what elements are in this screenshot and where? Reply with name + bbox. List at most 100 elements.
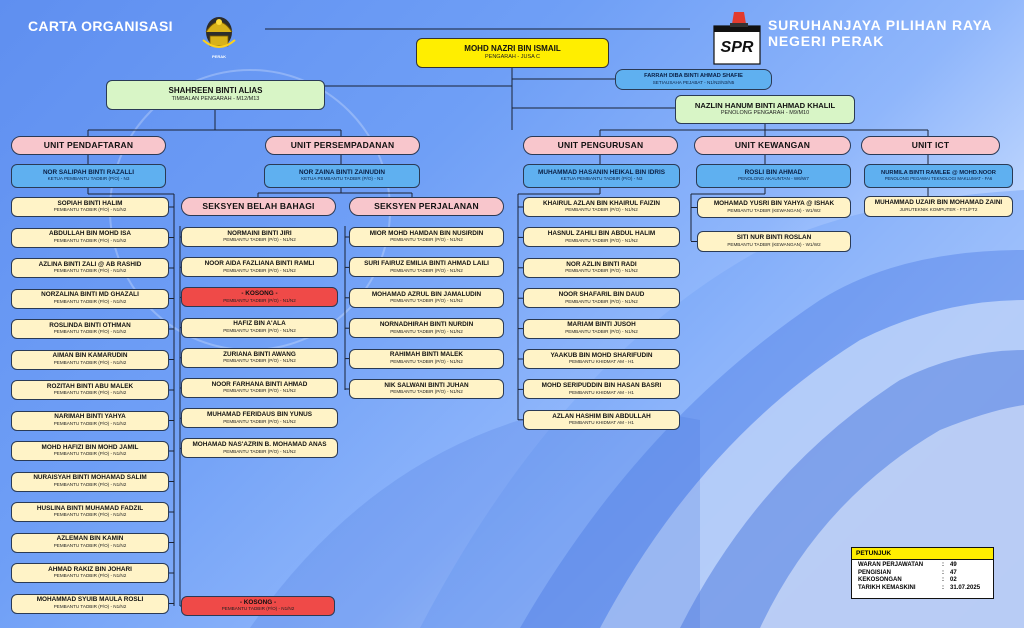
staff-post: PEMBANTU TADBIR (P/O) - N1/N2 [53,268,127,274]
unit-ict-header[interactable]: UNIT ICT [861,136,1000,155]
seksyen-perjalanan-header[interactable]: SEKSYEN PERJALANAN [349,197,504,216]
staff-name: KHAIRUL AZLAN BIN KHAIRUL FAIZIN [542,199,661,207]
assistant-director-box[interactable]: NAZLIN HANUM BINTI AHMAD KHALIL PENOLONG… [675,95,855,124]
secretary-name: FARRAH DIBA BINTI AHMAD SHAFIE [644,72,743,79]
staff-post: PEMBANTU TADBIR (P/O) - N1/N2 [223,388,296,394]
unit-pengurusan-head[interactable]: MUHAMMAD HASANIN HEIKAL BIN IDRIS KETUA … [523,164,680,188]
head-post: KETUA PEMBANTU TADBIR (P/O) - N3 [560,176,643,182]
vacant-post-card[interactable]: - KOSONG -PEMBANTU TADBIR (P/O) - N1/N2 [181,596,335,616]
legend-value: 31.07.2025 [950,584,981,591]
secretary-box[interactable]: FARRAH DIBA BINTI AHMAD SHAFIE SETIAUSAH… [615,69,772,90]
legend-key: TARIKH KEMASKINI [858,584,916,591]
legend-colon: : [942,584,944,591]
staff-post: PEMBANTU TADBIR (P/O) - N1/N2 [223,328,296,334]
staff-name: MOHAMMAD SYUIB MAULA ROSLI [36,596,144,604]
staff-post: PEMBANTU TADBIR (P/O) - N1/N2 [53,207,127,213]
staff-name: HASNUL ZAHILI BIN ABDUL HALIM [547,230,656,238]
staff-name: NORNADHIRAH BINTI NURDIN [379,320,474,328]
seksyen-belah-bahagi-header[interactable]: SEKSYEN BELAH BAHAGI [181,197,336,216]
staff-post: PEMBANTU TADBIR (P/O) - N1/N2 [390,267,463,273]
unit-pendaftaran-head[interactable]: NOR SALIPAH BINTI RAZALLI KETUA PEMBANTU… [11,164,166,188]
staff-name: NIK SALWANI BINTI JUHAN [384,381,469,389]
head-name: NOR SALIPAH BINTI RAZALLI [42,168,135,176]
staff-post: PEMBANTU TADBIR (P/O) - N1/N2 [53,359,127,365]
staff-post: PEMBANTU TADBIR (P/O) - N1/N2 [53,512,127,518]
staff-name: MOHAMAD AZRUL BIN JAMALUDIN [371,290,482,298]
staff-name: ZURIANA BINTI AWANG [223,350,296,358]
staff-post: PEMBANTU TADBIR (P/O) - N1/N2 [565,298,638,304]
legend-key: WARAN PERJAWATAN [858,562,924,568]
staff-name: MOHAMAD YUSRI BIN YAHYA @ ISHAK [713,200,835,208]
staff-name: RAHIMAH BINTI MALEK [389,351,464,359]
head-name: NOR ZAINA BINTI ZAINUDIN [298,168,386,176]
staff-name: MOHD SERIPUDDIN BIN HASAN BASRI [541,382,662,390]
director-box[interactable]: MOHD NAZRI BIN ISMAIL PENGARAH - JUSA C [416,38,609,68]
staff-post: PEMBANTU TADBIR (P/O) - N1/N2 [223,448,296,454]
unit-persempadanan-head[interactable]: NOR ZAINA BINTI ZAINUDIN KETUA PEMBANTU … [264,164,420,188]
legend-row: PENGISIAN:47 [852,570,993,578]
unit-ict-head[interactable]: NURMILA BINTI RAMLEE @ MOHD.NOOR PENOLON… [864,164,1013,188]
unit-label: UNIT PERSEMPADANAN [290,140,395,151]
staff-name: HUSLINA BINTI MUHAMAD FADZIL [36,504,144,512]
assistant-director-name: NAZLIN HANUM BINTI AHMAD KHALIL [694,101,836,111]
section-label: SEKSYEN PERJALANAN [374,201,479,212]
staff-name: NORZALINA BINTI MD GHAZALI [41,291,139,299]
legend-title: PETUNJUK [852,548,993,560]
legend-key: KEKOSONGAN [858,577,902,584]
staff-name: MARIAM BINTI JUSOH [567,321,636,329]
staff-post: PEMBANTU TADBIR (P/O) - N1/N2 [53,237,127,243]
section-label: SEKSYEN BELAH BAHAGI [202,201,315,212]
staff-name: MUHAMMAD UZAIR BIN MOHAMAD ZAINI [874,199,1003,207]
staff-post: PEMBANTU TADBIR (P/O) - N1/N2 [565,329,638,335]
staff-name: NARIMAH BINTI YAHYA [54,413,126,421]
unit-pendaftaran-header[interactable]: UNIT PENDAFTARAN [11,136,166,155]
vacant-post-card[interactable]: - KOSONG -PEMBANTU TADBIR (P/O) - N1/N2 [181,287,338,308]
unit-kewangan-head[interactable]: ROSLI BIN AHMAD PENOLONG AKAUNTAN - W6/W… [696,164,851,188]
unit-pengurusan-header[interactable]: UNIT PENGURUSAN [523,136,678,155]
unit-persempadanan-header[interactable]: UNIT PERSEMPADANAN [265,136,420,155]
staff-name: NORMAINI BINTI JIRI [227,229,292,237]
staff-post: PEMBANTU TADBIR (P/O) - N1/N2 [53,573,127,579]
deputy-box[interactable]: SHAHREEN BINTI ALIAS TIMBALAN PENGARAH -… [106,80,325,110]
unit-kewangan-header[interactable]: UNIT KEWANGAN [694,136,851,155]
assistant-director-post: PENOLONG PENGARAH - M9/M10 [720,110,810,117]
